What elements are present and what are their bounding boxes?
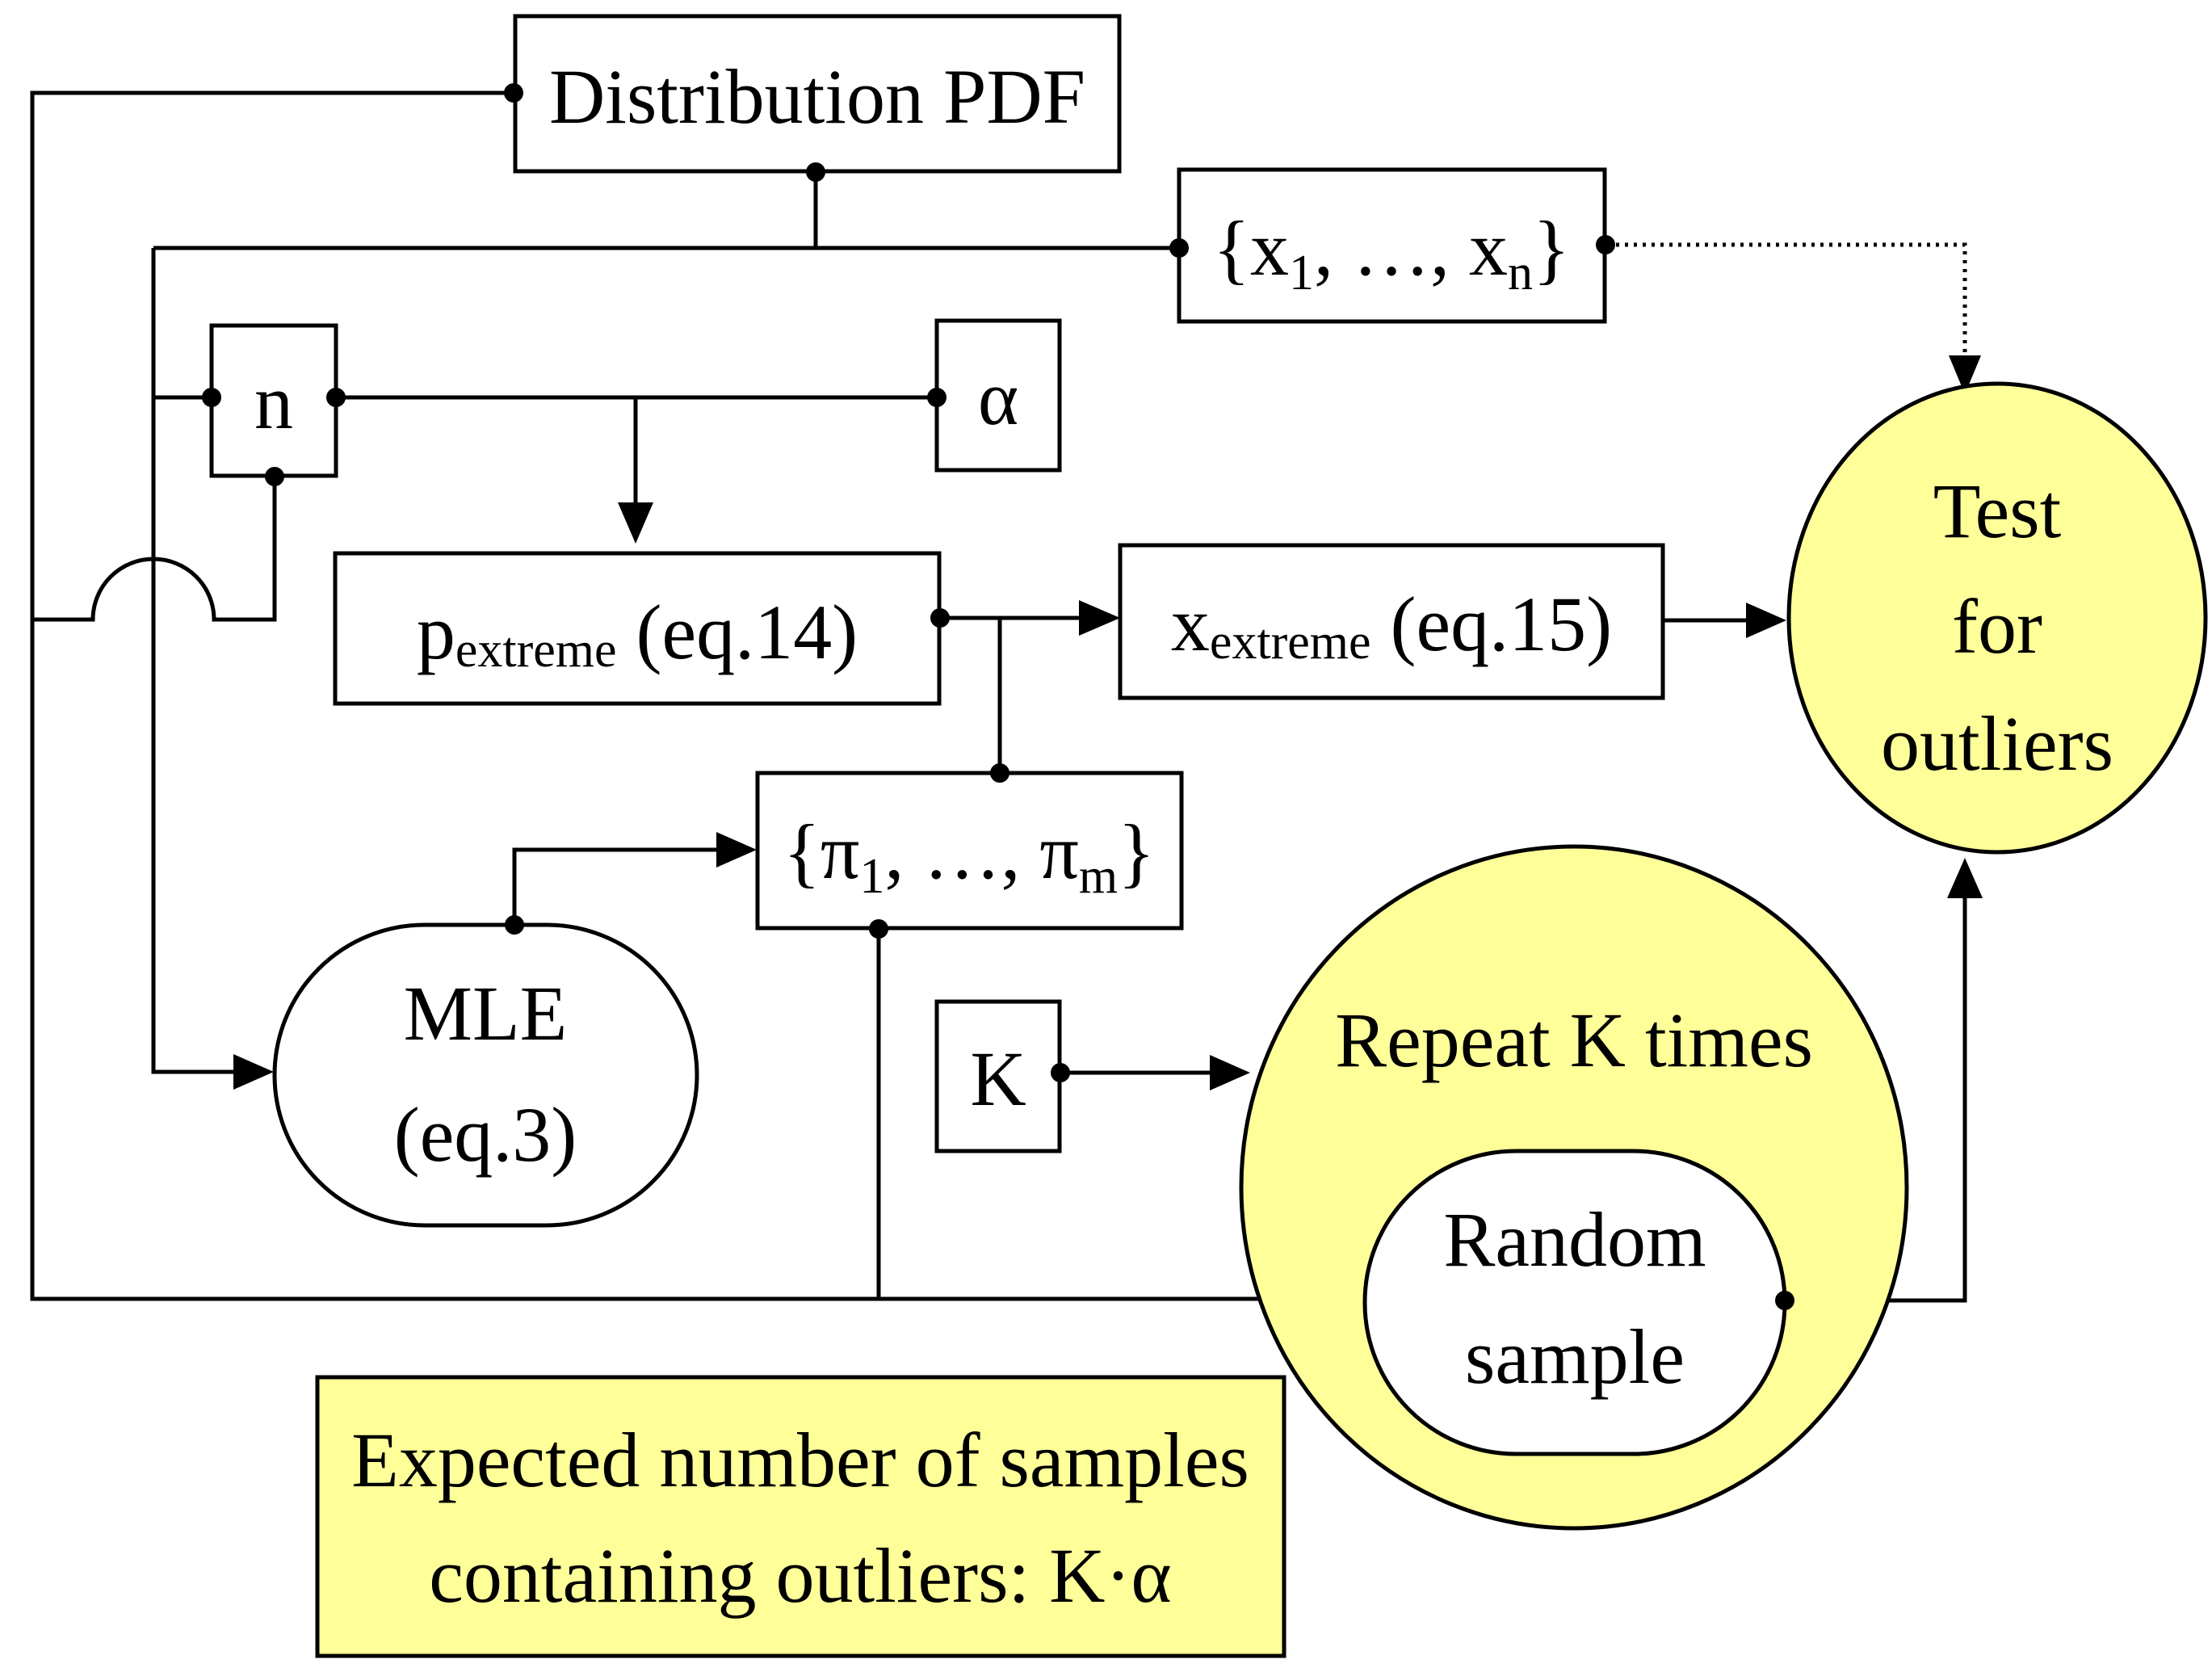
arrowhead-repeat [1210, 1055, 1250, 1090]
arrowhead-test-top [1949, 355, 1981, 394]
left-bus [151, 248, 247, 1074]
distribution-pdf-node: Distribution PDF [513, 14, 1122, 174]
mle-to-piset [512, 847, 717, 923]
n-label: n [254, 359, 293, 445]
junction-dots [202, 83, 1794, 1310]
parameter-set-node: {π1, …, πm} [755, 771, 1184, 931]
x-extreme-node: xextreme (eq.15) [1118, 543, 1665, 700]
mle-label-line2: (eq.3) [394, 1091, 577, 1178]
dot-xset-right [1596, 235, 1615, 254]
dot-n-bottom [265, 467, 284, 486]
test-line1: Test [1933, 468, 2062, 554]
arrowhead-mle [233, 1054, 274, 1090]
arrowhead-xextreme [1079, 600, 1120, 636]
expected-box [315, 1375, 1286, 1658]
p-extreme-node: pextreme (eq.14) [333, 551, 942, 706]
test-ellipse [1786, 381, 2208, 855]
dot-n-right [326, 388, 346, 407]
k-box [934, 999, 1062, 1153]
dot-pdf-left [504, 83, 523, 103]
dot-n-left [202, 388, 221, 407]
sample-set-label: {x1, …, xn} [1213, 205, 1570, 300]
arrowhead-test-left [1746, 603, 1786, 638]
expected-line1: Expected number of samples [351, 1417, 1249, 1503]
parameter-set-label: {π1, …, πm} [783, 809, 1155, 904]
random-sample-node: Random sample [1362, 1149, 1787, 1456]
mle-box [272, 922, 699, 1228]
k-node: K [934, 999, 1062, 1153]
dot-alpha-left [927, 388, 947, 407]
parameter-set-box [755, 771, 1184, 931]
connectors [30, 90, 1967, 1303]
n-hop-wire [32, 478, 277, 622]
random-sample-line1: Random [1443, 1196, 1706, 1283]
arrowhead-test-bottom [1947, 858, 1983, 898]
expected-line2: containing outliers: K·α [429, 1532, 1171, 1619]
arrowhead-pextreme [618, 502, 653, 544]
p-extreme-label: pextreme (eq.14) [417, 589, 858, 678]
dot-mle-top [505, 915, 524, 935]
repeat-label: Repeat K times [1335, 997, 1813, 1083]
alpha-label: α [978, 355, 1018, 441]
k-label: K [970, 1036, 1026, 1122]
sample-set-box [1177, 167, 1607, 324]
dot-xset-left [1169, 238, 1189, 258]
distribution-pdf-box [513, 14, 1122, 174]
dot-piset-bottom [869, 919, 888, 939]
alpha-box [934, 318, 1062, 473]
dot-random-right [1775, 1291, 1794, 1310]
expected-node: Expected number of samples containing ou… [315, 1375, 1286, 1658]
dot-k-right [1051, 1063, 1070, 1082]
dot-pdf-bottom [806, 162, 825, 182]
x-extreme-box [1118, 543, 1665, 700]
p-extreme-box [333, 551, 942, 706]
random-sample-line2: sample [1465, 1313, 1685, 1400]
dot-piset-top [990, 763, 1009, 783]
mle-node: MLE (eq.3) [272, 922, 699, 1228]
x-extreme-label: xextreme (eq.15) [1171, 581, 1612, 670]
xset-dotted-to-test [1607, 242, 1967, 355]
test-node: Test for outliers [1786, 381, 2208, 855]
distribution-pdf-label: Distribution PDF [549, 53, 1085, 140]
test-line3: outliers [1881, 700, 2113, 787]
mle-label-line1: MLE [404, 970, 568, 1057]
alpha-node: α [934, 318, 1062, 473]
dot-pextreme-right [930, 608, 950, 628]
pdf-to-bottom-line [30, 90, 1341, 1301]
test-line2: for [1952, 583, 2042, 670]
arrowhead-piset [716, 832, 757, 868]
sample-set-node: {x1, …, xn} [1177, 167, 1607, 324]
n-node: n [209, 323, 338, 478]
